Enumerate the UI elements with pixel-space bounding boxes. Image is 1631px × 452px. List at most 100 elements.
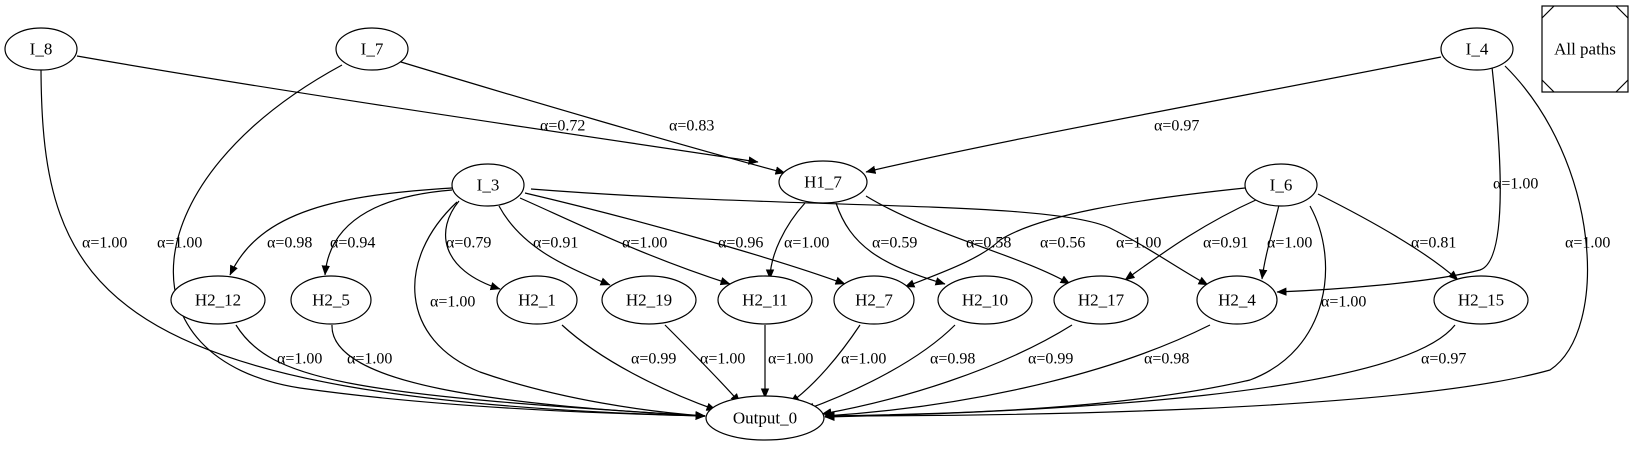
edge-i6-h217 — [1124, 198, 1259, 281]
node-label: H2_1 — [518, 291, 556, 310]
edge-i3-h211 — [519, 197, 731, 286]
edge-i3-h24 — [530, 188, 1209, 286]
node-h2-4: H2_4 — [1196, 275, 1278, 325]
edge-label: α=0.99 — [631, 351, 676, 368]
edge-i4-h24 — [1276, 66, 1501, 296]
edge-label: α=1.00 — [700, 351, 745, 368]
node-label: H2_15 — [1458, 291, 1504, 310]
edge-label: α=0.72 — [540, 118, 585, 135]
node-shape — [717, 275, 813, 325]
edge-i3-output — [414, 201, 706, 420]
edge-label: α=0.99 — [1028, 351, 1073, 368]
edge-label: α=0.97 — [1421, 351, 1466, 368]
node-output-0: Output_0 — [705, 395, 825, 441]
edge-label: α=0.91 — [1203, 235, 1248, 252]
node-label: H1_7 — [804, 173, 842, 192]
edge-label: α=0.98 — [267, 235, 312, 252]
node-shape — [1433, 275, 1529, 325]
edge-i6-h215 — [1317, 193, 1459, 281]
edge-label: α=1.00 — [1116, 235, 1161, 252]
edge-labels: α=0.72 α=1.00 α=0.83 α=1.00 α=0.97 α=1.0… — [82, 118, 1610, 368]
edges — [40, 55, 1589, 421]
legend-corner-marks — [1541, 5, 1629, 93]
edge-i8-h17 — [76, 55, 759, 165]
edge-label: α=1.00 — [841, 351, 886, 368]
edge-label: α=1.00 — [1565, 235, 1610, 252]
edge-label: α=1.00 — [347, 351, 392, 368]
edge-i3-h25 — [321, 189, 453, 276]
node-h2-5: H2_5 — [290, 275, 372, 325]
edge-i3-h27 — [524, 192, 846, 285]
edge-h17-h217 — [865, 195, 1071, 285]
edge-label: α=1.00 — [622, 235, 667, 252]
edge-label: α=1.00 — [157, 235, 202, 252]
edge-i6-h27 — [904, 187, 1246, 288]
node-shape — [170, 275, 266, 325]
edge-h212-output — [235, 324, 706, 420]
edge-label: α=0.79 — [446, 235, 491, 252]
edge-label: α=1.00 — [1493, 176, 1538, 193]
edge-h17-h211 — [765, 202, 806, 280]
node-h2-15: H2_15 — [1433, 275, 1529, 325]
edge-h24-output — [824, 324, 1211, 420]
edge-label: α=0.91 — [533, 235, 578, 252]
edge-h219-output — [664, 324, 741, 404]
legend-box: All paths — [1541, 5, 1629, 93]
edge-label: α=0.59 — [872, 235, 917, 252]
edge-label: α=0.81 — [1411, 235, 1456, 252]
node-shape — [1244, 163, 1318, 207]
edge-h17-h210 — [835, 202, 946, 286]
node-h1-7: H1_7 — [778, 160, 868, 204]
edge-i8-output — [40, 68, 706, 420]
node-h2-17: H2_17 — [1053, 275, 1149, 325]
node-label: I_4 — [1466, 40, 1489, 59]
node-i-6: I_6 — [1244, 163, 1318, 207]
edge-label: α=0.98 — [930, 351, 975, 368]
edge-i6-h24 — [1259, 204, 1280, 280]
edge-label: α=1.00 — [768, 351, 813, 368]
node-h2-12: H2_12 — [170, 275, 266, 325]
node-label: I_3 — [477, 176, 500, 195]
edge-label: α=1.00 — [784, 235, 829, 252]
legend-label: All paths — [1554, 40, 1616, 59]
node-i-4: I_4 — [1440, 27, 1514, 71]
node-shape — [1440, 27, 1514, 71]
node-label: H2_17 — [1078, 291, 1125, 310]
edge-h217-output — [821, 324, 1073, 417]
node-i-8: I_8 — [4, 27, 78, 71]
edge-i7-h17 — [390, 58, 786, 175]
node-shape — [937, 275, 1033, 325]
node-i-7: I_7 — [335, 27, 409, 71]
edge-label: α=0.83 — [669, 118, 714, 135]
node-h2-19: H2_19 — [601, 275, 697, 325]
edge-label: α=1.00 — [82, 235, 127, 252]
node-label: I_7 — [361, 40, 384, 59]
node-label: H2_5 — [312, 291, 350, 310]
node-h2-11: H2_11 — [717, 275, 813, 325]
node-shape — [4, 27, 78, 71]
edge-label: α=1.00 — [277, 351, 322, 368]
node-shape — [290, 275, 372, 325]
edge-h25-output — [331, 324, 706, 420]
edge-i4-output — [824, 65, 1589, 421]
node-shape — [1196, 275, 1278, 325]
node-h2-1: H2_1 — [496, 275, 578, 325]
edge-label: α=0.98 — [1144, 351, 1189, 368]
node-label: I_6 — [1270, 176, 1293, 195]
nodes: I_8 I_7 I_4 I_3 I_6 H1_7 H2_12 H2_5 — [4, 27, 1529, 441]
node-h2-10: H2_10 — [937, 275, 1033, 325]
edge-label: α=1.00 — [430, 294, 475, 311]
edge-label: α=0.96 — [718, 235, 763, 252]
node-label: H2_11 — [742, 291, 788, 310]
edge-h210-output — [804, 324, 956, 411]
edge-label: α=0.58 — [966, 235, 1011, 252]
edge-i3-h219 — [498, 205, 611, 286]
edge-label: α=1.00 — [1267, 235, 1312, 252]
node-shape — [705, 395, 825, 441]
node-label: H2_19 — [626, 291, 672, 310]
node-shape — [335, 27, 409, 71]
node-shape — [778, 160, 868, 204]
node-shape — [601, 275, 697, 325]
